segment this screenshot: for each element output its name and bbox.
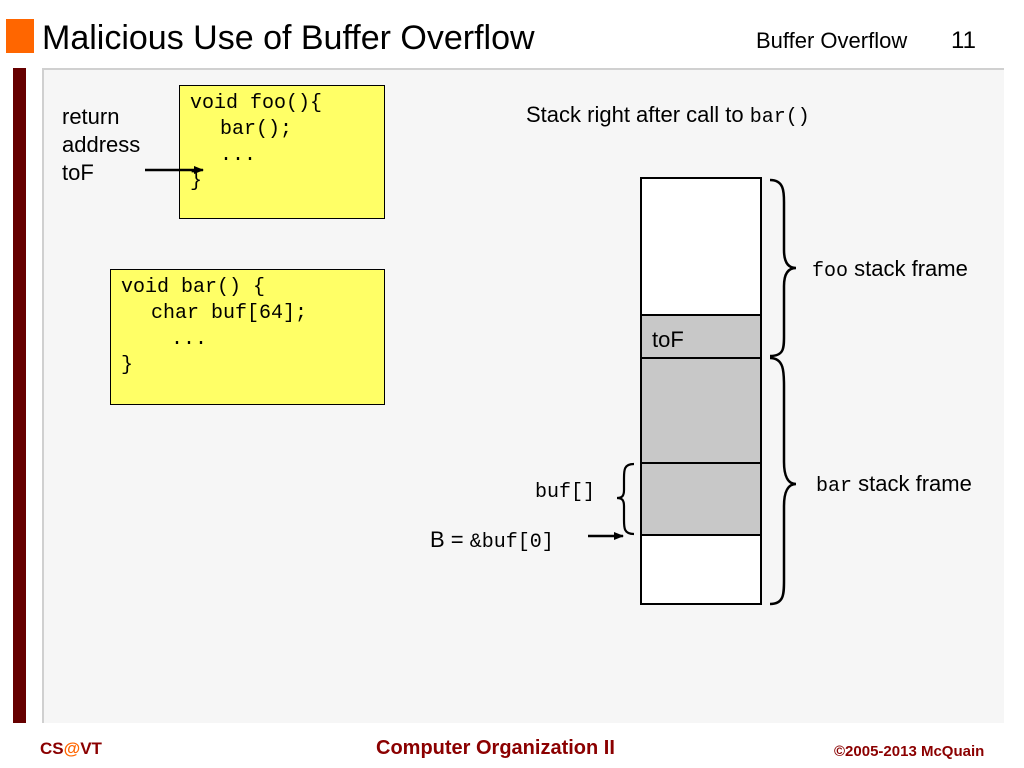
code-line: bar(); — [220, 118, 293, 141]
stack-caption: Stack right after call to bar() — [526, 101, 810, 132]
code-line: char buf[64]; — [151, 302, 308, 325]
foo-frame-text: stack frame — [848, 256, 968, 281]
stack-cell-foo-upper — [640, 177, 762, 316]
return-label-line: return — [62, 104, 120, 129]
b-label-text: B = — [430, 527, 470, 552]
stack-cell-return-address — [640, 314, 762, 359]
stack-cell-bottom — [640, 534, 762, 605]
footer-left: CS@VT — [40, 738, 102, 760]
stack-cell-bar-upper — [640, 357, 762, 464]
stack-caption-code: bar() — [749, 106, 810, 129]
bar-frame-code: bar — [816, 475, 853, 498]
bar-code-box: void bar() { char buf[64];...} — [110, 269, 385, 405]
buffer-label: buf[] — [535, 481, 596, 504]
code-line: ... — [220, 144, 257, 167]
left-accent-bar — [13, 68, 26, 723]
accent-square — [6, 19, 34, 53]
bar-stack-frame-label: bar stack frame — [816, 470, 972, 501]
code-line: void bar() { — [121, 276, 266, 299]
code-line: ... — [171, 328, 208, 351]
return-address-cell-label: toF — [652, 327, 684, 352]
code-line: void foo(){ — [190, 92, 323, 115]
slide-title: Malicious Use of Buffer Overflow — [42, 19, 535, 57]
stack-cell-buffer — [640, 462, 762, 536]
footer-cs: CS — [40, 739, 64, 758]
return-label-line: address — [62, 132, 141, 157]
buffer-start-label: B = &buf[0] — [430, 526, 554, 557]
footer-vt: VT — [80, 739, 102, 758]
stack-caption-text: Stack right after call to — [526, 102, 750, 127]
return-label-line: toF — [62, 160, 94, 185]
b-label-code: &buf[0] — [469, 531, 554, 554]
slide-topic: Buffer Overflow — [756, 28, 908, 53]
footer-copyright: ©2005-2013 McQuain — [834, 743, 985, 760]
footer-at: @ — [63, 739, 81, 758]
foo-code-box: void foo(){ bar();...} — [179, 85, 385, 219]
foo-stack-frame-label: foo stack frame — [812, 255, 968, 286]
foo-frame-code: foo — [812, 260, 849, 283]
bar-frame-text: stack frame — [852, 471, 972, 496]
footer-course-title: Computer Organization II — [376, 737, 615, 759]
code-line: } — [121, 354, 134, 377]
slide-number: 11 — [951, 27, 976, 54]
code-line: } — [190, 170, 203, 193]
return-address-label: return address toF — [62, 103, 140, 187]
